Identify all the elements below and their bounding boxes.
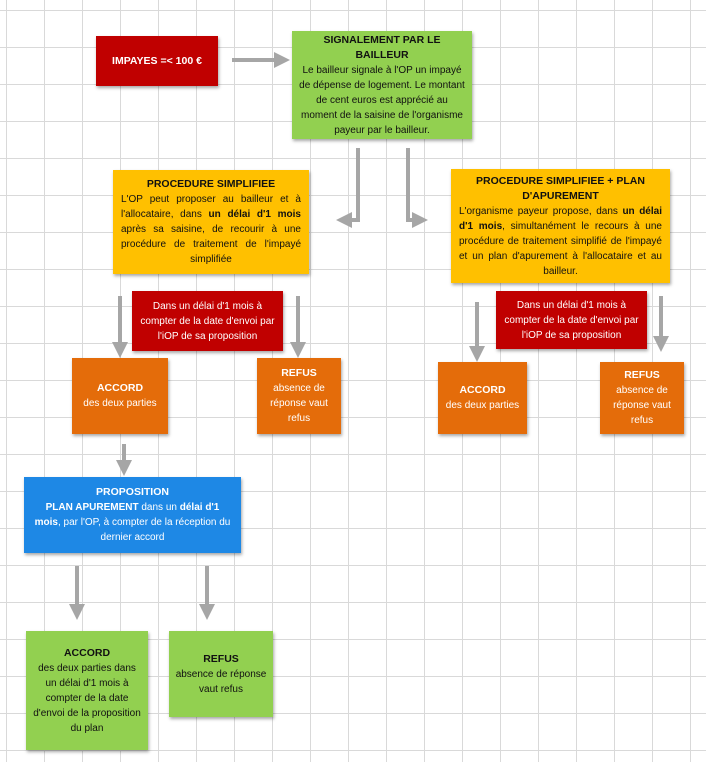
procedure-simplifiee-box: PROCEDURE SIMPLIFIEE L'OP peut proposer … <box>113 170 309 274</box>
accord-right-box: ACCORD des deux parties <box>438 362 527 434</box>
refus-bottom-text: absence de réponse vaut refus <box>175 668 267 695</box>
procedure-simplifiee-title: PROCEDURE SIMPLIFIEE <box>146 178 276 190</box>
accord-bottom-box: ACCORD des deux parties dans un délai d'… <box>26 631 148 750</box>
refus-bottom-title: REFUS <box>203 652 239 665</box>
refus-right-title: REFUS <box>624 369 660 381</box>
refus-bottom-box: REFUS absence de réponse vaut refus <box>169 631 273 717</box>
refus-right-text: absence de réponse vaut refus <box>613 385 671 426</box>
procedure-simplifiee-text: L'OP peut proposer au bailleur et à l'al… <box>121 194 301 265</box>
accord-right-title: ACCORD <box>459 384 506 396</box>
signalement-title: SIGNALEMENT PAR LE BAILLEUR <box>323 33 441 61</box>
accord-right-text: des deux parties <box>445 400 520 411</box>
signalement-text: Le bailleur signale à l'OP un impayé de … <box>299 64 465 136</box>
delai-right-box: Dans un délai d'1 mois à compter de la d… <box>496 291 647 349</box>
arrow-signalement-to-proc-simple <box>336 148 360 228</box>
accord-bottom-title: ACCORD <box>63 646 111 659</box>
refus-left-box: REFUS absence de réponse vaut refus <box>257 358 341 434</box>
procedure-plan-apurement-title: PROCEDURE SIMPLIFIEE + PLAN D'APUREMENT <box>476 174 645 202</box>
delai-left-text: Dans un délai d'1 mois à compter de la d… <box>140 300 275 342</box>
procedure-plan-apurement-box: PROCEDURE SIMPLIFIEE + PLAN D'APUREMENT … <box>451 169 670 283</box>
refus-left-text: absence de réponse vaut refus <box>270 383 328 424</box>
arrow-signalement-to-proc-plan <box>406 148 428 228</box>
accord-bottom-text: des deux parties dans un délai d'1 mois … <box>33 662 141 734</box>
accord-left-box: ACCORD des deux parties <box>72 358 168 434</box>
proposition-title: PROPOSITION <box>96 486 169 498</box>
refus-right-box: REFUS absence de réponse vaut refus <box>600 362 684 434</box>
delai-left-box: Dans un délai d'1 mois à compter de la d… <box>132 291 283 351</box>
proposition-text: PLAN APUREMENT dans un délai d'1 mois, p… <box>34 502 231 543</box>
proposition-box: PROPOSITION PLAN APUREMENT dans un délai… <box>24 477 241 553</box>
signalement-box: SIGNALEMENT PAR LE BAILLEUR Le bailleur … <box>292 31 472 139</box>
delai-right-text: Dans un délai d'1 mois à compter de la d… <box>504 299 639 341</box>
accord-left-title: ACCORD <box>96 382 144 394</box>
procedure-plan-apurement-text: L'organisme payeur propose, dans un déla… <box>459 205 662 277</box>
impayes-box: IMPAYES =< 100 € <box>96 36 218 86</box>
refus-left-title: REFUS <box>281 367 317 379</box>
accord-left-text: des deux parties <box>83 398 157 409</box>
impayes-label: IMPAYES =< 100 € <box>112 54 202 67</box>
